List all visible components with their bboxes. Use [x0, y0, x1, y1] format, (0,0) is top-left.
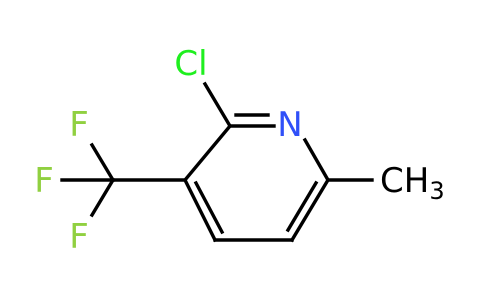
bond-cf3-f-top — [89, 142, 116, 183]
bond-c2-cl — [202, 81, 233, 129]
nitrogen-label: N — [277, 105, 302, 145]
chlorine-label: Cl — [174, 44, 207, 84]
methyl-carbon: C — [380, 161, 404, 201]
methyl-label: CH3 — [380, 161, 445, 205]
methyl-subscript: 3 — [429, 177, 444, 205]
bonds — [60, 81, 374, 243]
bond-c3-c4 — [182, 177, 218, 243]
bond-c5-c6 — [289, 177, 331, 243]
bond-c3-c4-inner — [193, 180, 225, 235]
bond-cf3-f-bottom — [89, 177, 116, 218]
bond-c5-c6-inner — [285, 180, 319, 233]
fluorine-label-bottom: F — [69, 217, 89, 257]
bond-c6-n — [302, 137, 331, 183]
bond-c2-c3 — [182, 123, 233, 183]
methyl-hydrogen: H — [404, 161, 430, 201]
atom-labels: Cl N F F F CH3 — [34, 44, 444, 257]
fluorine-label-top: F — [69, 105, 89, 145]
fluorine-label-left: F — [34, 161, 54, 201]
